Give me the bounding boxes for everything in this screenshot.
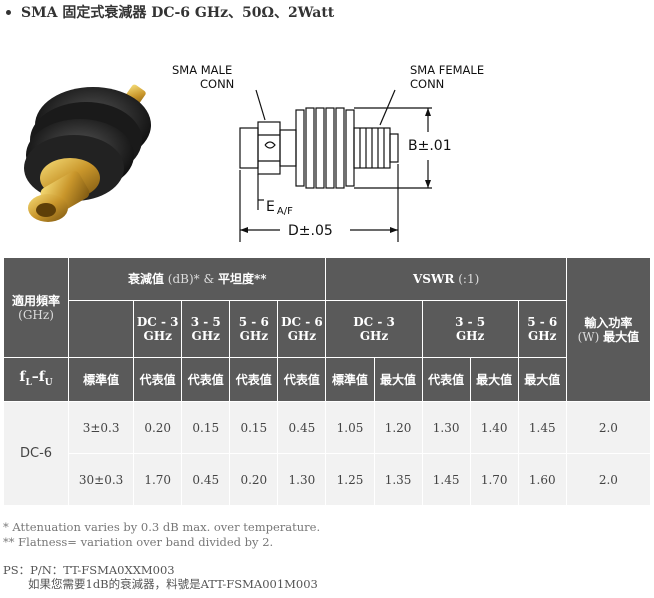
header-freq: 適用頻率(GHz) xyxy=(2,257,70,358)
freq-range-cell: DC-6 xyxy=(2,401,70,506)
spec-table: 適用頻率(GHz) 衰減值 (dB)* & 平坦度** VSWR (:1) 輸入… xyxy=(2,257,652,506)
dim-d-label: D±.05 xyxy=(288,223,333,239)
cell-vswr: 1.30 xyxy=(421,401,471,454)
footnotes: * Attenuation varies by 0.3 dB max. over… xyxy=(3,520,320,550)
cell-vswr: 1.05 xyxy=(325,401,375,454)
footnote-flatness: ** Flatness= variation over band divided… xyxy=(3,535,274,549)
header-vswr-max-1: 最大值 xyxy=(373,357,423,402)
cell-vswr: 1.35 xyxy=(373,453,423,506)
cell-atten: 0.15 xyxy=(229,401,279,454)
table-row: 30±0.3 1.70 0.45 0.20 1.30 1.25 1.35 1.4… xyxy=(4,453,652,506)
cell-atten: 1.70 xyxy=(133,453,183,506)
dim-b-label: B±.01 xyxy=(408,138,452,154)
cell-atten: 0.15 xyxy=(181,401,231,454)
cell-nominal: 3±0.3 xyxy=(68,401,135,454)
header-power: 輸入功率(W) 最大值 xyxy=(565,257,652,402)
cell-nominal: 30±0.3 xyxy=(68,453,135,506)
header-rep-4: 代表值 xyxy=(277,357,327,402)
cell-vswr: 1.45 xyxy=(421,453,471,506)
cell-atten: 0.45 xyxy=(277,401,327,454)
ps-part-number: PS：P/N：TT-FSMA0XXM003 xyxy=(3,563,175,577)
page-title-text: SMA 固定式衰減器 DC-6 GHz、50Ω、2Watt xyxy=(21,5,335,21)
label-sma-female-conn: CONN xyxy=(410,77,444,91)
cell-vswr: 1.25 xyxy=(325,453,375,506)
header-attenuation: 衰減值 (dB)* & 平坦度** xyxy=(68,257,327,301)
label-sma-male: SMA MALE xyxy=(172,63,232,77)
header-rep-3: 代表值 xyxy=(229,357,279,402)
label-sma-male-conn: CONN xyxy=(200,77,234,91)
header-vswr-max-3: 最大值 xyxy=(517,357,567,402)
header-vswr-max-2: 最大值 xyxy=(469,357,519,402)
cell-vswr: 1.60 xyxy=(517,453,567,506)
header-fl-fu: fL–fU xyxy=(2,357,70,402)
cell-atten: 0.45 xyxy=(181,453,231,506)
header-rep-2: 代表值 xyxy=(181,357,231,402)
ps-note: PS：P/N：TT-FSMA0XXM003 如果您需要1dB的衰減器，料號是AT… xyxy=(3,563,318,591)
cell-atten: 1.30 xyxy=(277,453,327,506)
cell-atten: 0.20 xyxy=(133,401,183,454)
cell-power: 2.0 xyxy=(565,401,652,454)
table-row: DC-6 3±0.3 0.20 0.15 0.15 0.45 1.05 1.20… xyxy=(2,401,652,506)
header-vswr-rep: 代表值 xyxy=(421,357,471,402)
header-rep-1: 代表值 xyxy=(133,357,183,402)
cell-vswr: 1.20 xyxy=(373,401,423,454)
footnote-attenuation: * Attenuation varies by 0.3 dB max. over… xyxy=(3,520,321,534)
header-blank xyxy=(68,300,135,358)
cell-vswr: 1.70 xyxy=(469,453,519,506)
cell-vswr: 1.45 xyxy=(517,401,567,454)
header-vswr: VSWR (:1) xyxy=(325,257,567,301)
header-std: 標準值 xyxy=(68,357,135,402)
cell-power: 2.0 xyxy=(565,453,652,506)
label-sma-female: SMA FEMALE xyxy=(410,63,484,77)
bullet-icon xyxy=(6,9,11,15)
cell-vswr: 1.40 xyxy=(469,401,519,454)
page-title: SMA 固定式衰減器 DC-6 GHz、50Ω、2Watt xyxy=(6,2,334,22)
header-vswr-std: 標準值 xyxy=(325,357,375,402)
attenuator-photo xyxy=(24,84,151,222)
ps-1db-note: 如果您需要1dB的衰減器，料號是ATT-FSMA001M003 xyxy=(28,577,318,591)
cell-atten: 0.20 xyxy=(229,453,279,506)
